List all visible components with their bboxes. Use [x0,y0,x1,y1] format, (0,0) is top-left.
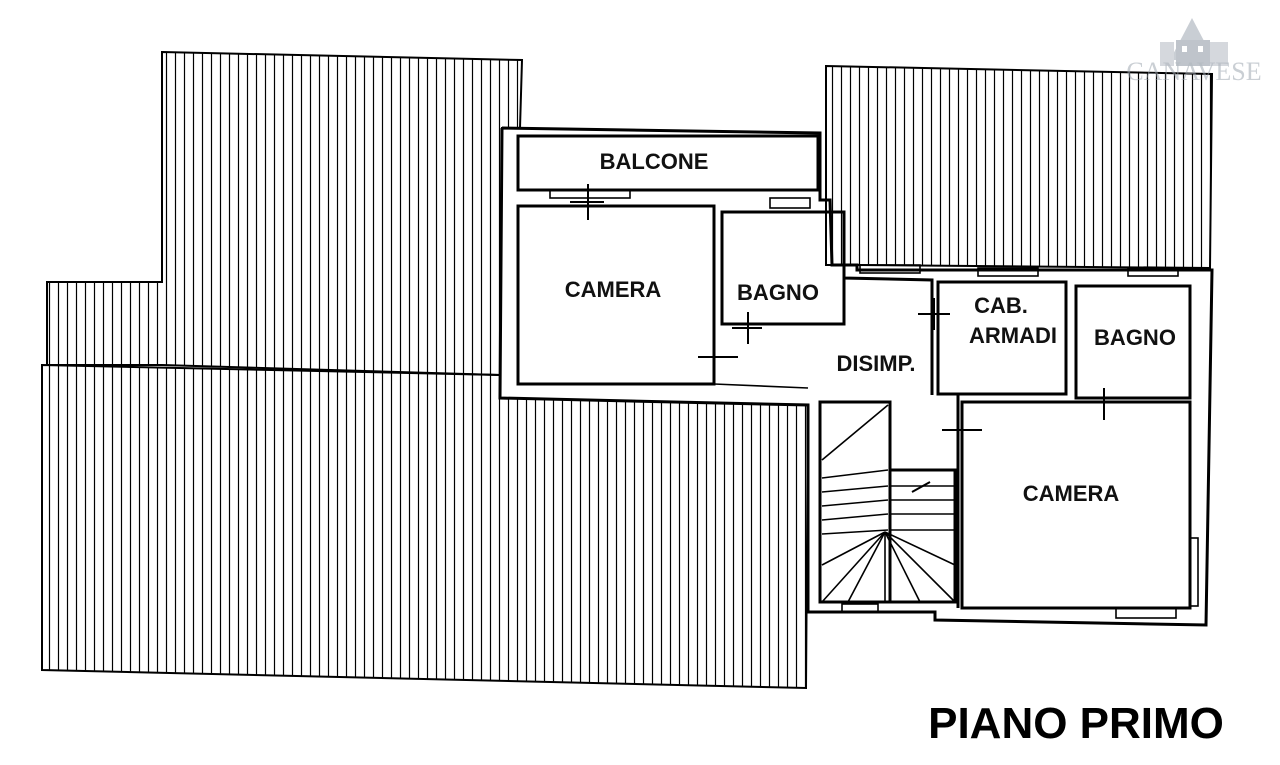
label-camera-1: CAMERA [565,277,662,302]
roof-right [825,64,1214,270]
label-cab-line2: ARMADI [969,323,1057,348]
label-cab-line1: CAB. [974,293,1028,318]
room-cab-armadi [936,280,1068,396]
label-balcone: BALCONE [600,149,709,174]
room-bagno-2 [1074,284,1192,400]
roof-left-upper [46,50,524,377]
balcone-area [516,134,820,192]
room-camera-2 [960,400,1192,610]
floor-title: PIANO PRIMO [928,699,1224,748]
staircase [818,400,957,604]
label-bagno-1: BAGNO [737,280,819,305]
logo-watermark: CANAVESE [1126,18,1262,86]
label-bagno-2: BAGNO [1094,325,1176,350]
roof-left-lower [41,363,810,690]
roof-areas [41,50,1214,690]
label-disimp: DISIMP. [836,351,915,376]
house-logo-icon [1160,18,1228,66]
logo-text: CANAVESE [1126,57,1261,86]
door-marks [549,184,1199,619]
room-labels: BALCONE CAMERA BAGNO DISIMP. CAB. ARMADI… [565,149,1176,506]
label-camera-2: CAMERA [1023,481,1120,506]
room-camera-1 [516,204,716,386]
